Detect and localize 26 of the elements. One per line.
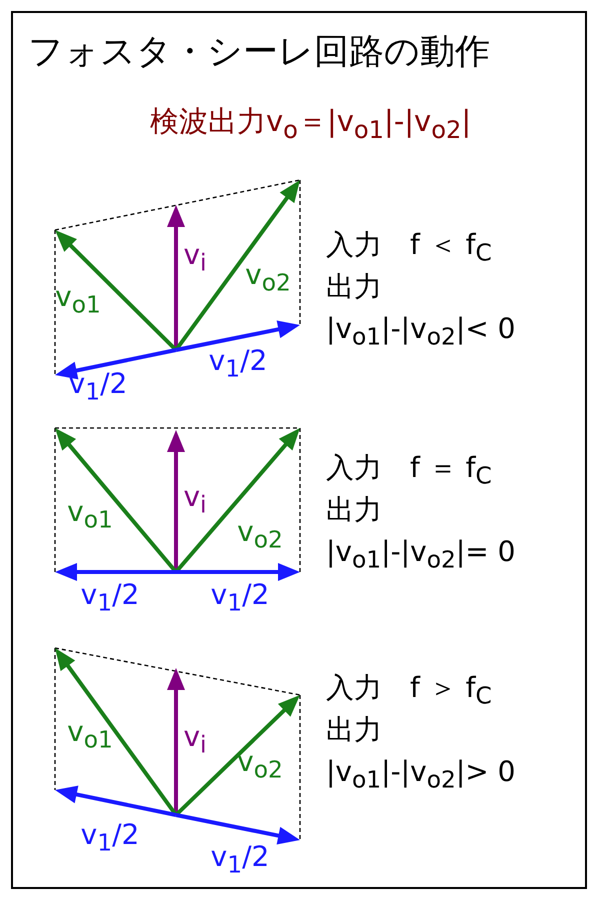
vector-label: v$_{1}$/2 (210, 580, 270, 616)
vector-label: v$_{1}$/2 (80, 820, 140, 856)
vector-label: v$_{o1}$ (67, 716, 113, 754)
condition-text: 出力 (326, 715, 382, 746)
vector-label: v$_{o1}$ (55, 282, 101, 318)
condition-text: 出力 (326, 272, 382, 303)
vector-label: v$_{1}$/2 (68, 368, 128, 406)
condition-text: 出力 (326, 495, 382, 526)
vector-label: v$_{i}$ (183, 722, 207, 758)
title: フォスタ・シーレ回路の動作 (28, 33, 490, 72)
vector-label: v$_{o2}$ (237, 746, 283, 784)
condition-text: |v$_{o1}$|-|v$_{o2}$|< 0 (326, 314, 516, 350)
condition-text: 入力 f ＝ f$_{C}$ (326, 453, 492, 490)
vector-label: v$_{o2}$ (237, 516, 283, 554)
vector-label: v$_{i}$ (183, 240, 207, 276)
condition-text: |v$_{o1}$|-|v$_{o2}$|= 0 (326, 537, 516, 574)
vector-label: v$_{1}$/2 (80, 580, 140, 616)
vector-label: v$_{o1}$ (67, 496, 113, 534)
vector-label: v$_{1}$/2 (208, 346, 268, 382)
condition-text: 入力 f ＜ f$_{C}$ (326, 230, 492, 266)
vector-label: v$_{i}$ (183, 482, 207, 518)
condition-text: 入力 f ＞ f$_{C}$ (326, 673, 492, 710)
vector-label: v$_{o2}$ (245, 260, 291, 296)
vector-label: v$_{1}$/2 (210, 842, 270, 878)
formula-text: 検波出力v$_{o}$＝|v$_{o1}$|-|v$_{o2}$| (150, 106, 472, 144)
condition-text: |v$_{o1}$|-|v$_{o2}$|> 0 (326, 757, 516, 794)
